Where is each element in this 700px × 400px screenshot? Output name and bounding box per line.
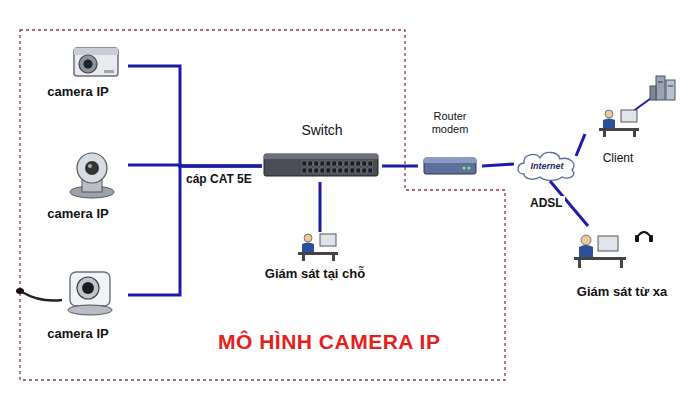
device-label: Giám sát từ xa bbox=[556, 285, 688, 300]
device-node: camera IP bbox=[28, 260, 128, 342]
device-node: camera IP bbox=[28, 146, 128, 222]
network-cable bbox=[128, 66, 262, 166]
device-node: Giám sát từ xa bbox=[556, 226, 688, 300]
device-label: Switch bbox=[262, 122, 382, 138]
device-node: Giám sát tại chỗ bbox=[240, 232, 390, 282]
device-label: Client bbox=[585, 152, 651, 166]
network-cable bbox=[382, 165, 418, 168]
router-icon bbox=[420, 156, 480, 176]
diagram-title: MÔ HÌNH CAMERA IP bbox=[218, 330, 440, 354]
person-icon bbox=[595, 108, 643, 138]
person-icon bbox=[294, 232, 342, 262]
device-label: Giám sát tại chỗ bbox=[240, 267, 390, 282]
device-node: Router modem bbox=[418, 110, 482, 176]
network-cable bbox=[576, 134, 585, 156]
device-label: camera IP bbox=[28, 207, 128, 222]
network-boundary bbox=[20, 30, 505, 380]
network-cable bbox=[128, 166, 262, 295]
device-label: Internet bbox=[514, 161, 580, 171]
device-label: camera IP bbox=[28, 327, 128, 342]
cam3-icon bbox=[56, 266, 120, 318]
network-cable bbox=[319, 182, 322, 232]
device-node: Internet bbox=[514, 148, 580, 184]
remote-icon bbox=[568, 228, 658, 272]
device-node: camera IP bbox=[28, 38, 128, 100]
mic-cable bbox=[22, 292, 62, 301]
server-icon bbox=[650, 76, 675, 100]
network-cable bbox=[482, 164, 514, 166]
device-label: camera IP bbox=[28, 85, 128, 100]
device-label: Router modem bbox=[418, 110, 482, 135]
cam2-icon bbox=[62, 148, 122, 200]
mic-head bbox=[16, 288, 24, 294]
device-node: Client bbox=[585, 106, 651, 166]
cable-label: cáp CAT 5E bbox=[184, 172, 254, 186]
sw-icon bbox=[262, 150, 382, 180]
device-node: Switch bbox=[262, 122, 382, 182]
cable-label: ADSL bbox=[528, 196, 565, 210]
cam1-icon bbox=[66, 40, 126, 84]
